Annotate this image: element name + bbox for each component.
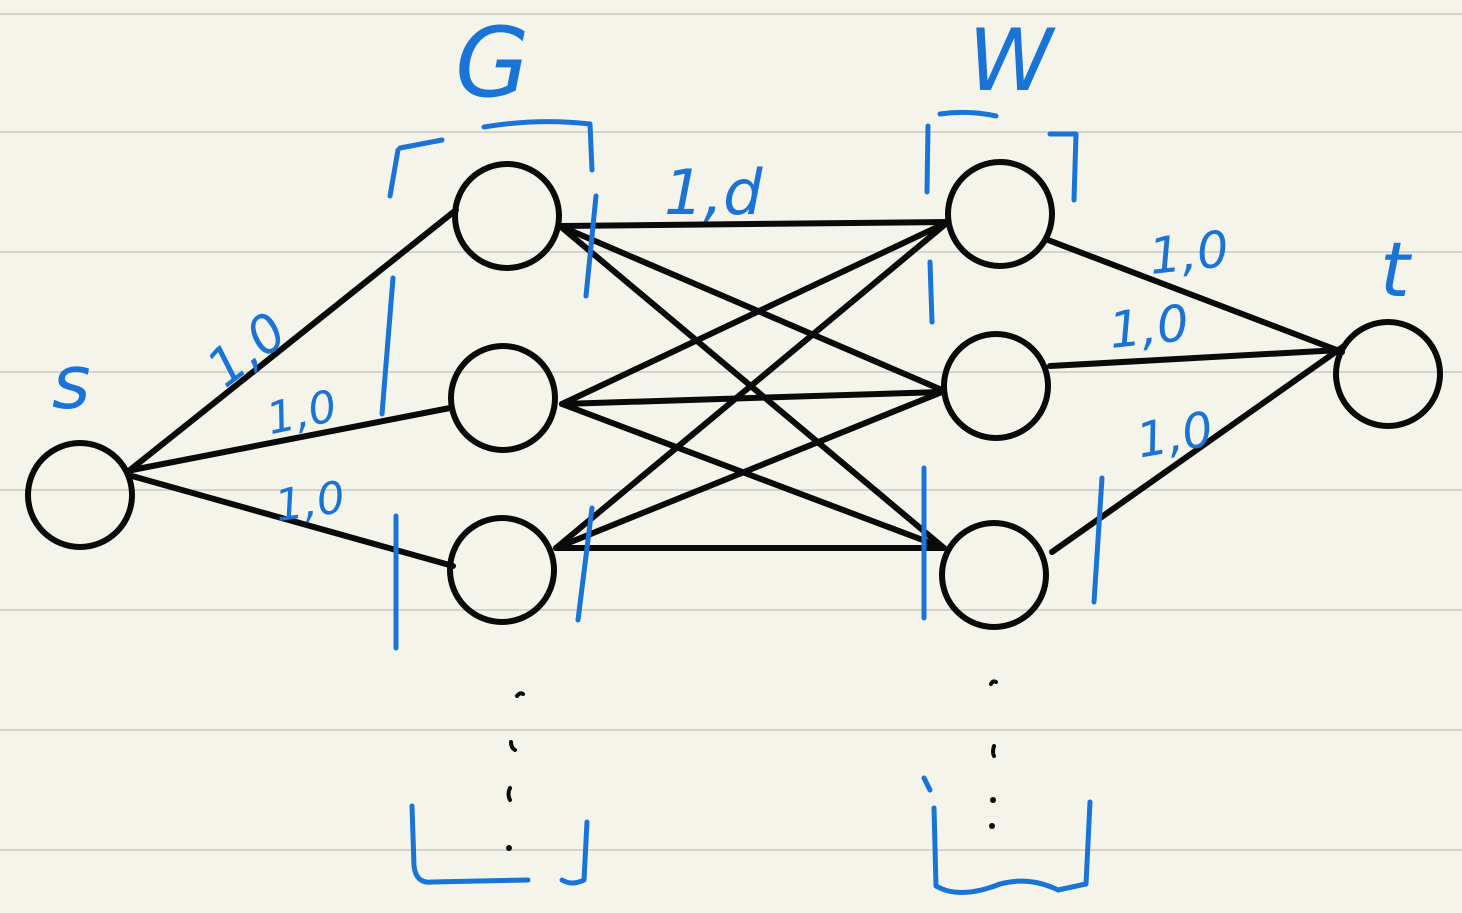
edge-s-g3 [129, 473, 456, 569]
edge-label-w2-t: 1,0 [1106, 294, 1191, 360]
nodes [25, 159, 1443, 630]
group-g-label: G [455, 7, 529, 119]
node-sink [1333, 319, 1443, 429]
edge-g2-w2 [559, 389, 945, 407]
node-g2 [448, 343, 558, 453]
node-g1 [452, 161, 562, 271]
edge-label-s-g1: 1,0 [196, 301, 298, 399]
source-edges [127, 207, 459, 569]
ellipsis-dot [506, 786, 512, 802]
group-w-label: W [968, 11, 1056, 111]
edge-label-s-g2: 1,0 [262, 381, 341, 445]
node-w2 [941, 331, 1051, 441]
w-left-stroke [927, 259, 935, 325]
sink-edges [1045, 237, 1347, 555]
g-top-bracket [481, 119, 595, 173]
w-right-bottom-stroke [1091, 475, 1105, 605]
g-right-stroke [583, 193, 599, 299]
edge-g1-w1 [557, 219, 951, 229]
source-label: s [52, 340, 91, 426]
node-source [25, 440, 135, 550]
node-w1 [945, 159, 1055, 269]
edge-label-w1-t: 1,0 [1146, 220, 1231, 286]
ellipsis-dot [989, 679, 998, 686]
w-right-corner [1047, 131, 1079, 203]
edge-label-w3-t: 1,0 [1132, 401, 1217, 469]
edge-s-g2 [129, 405, 453, 473]
ellipsis-dots [506, 679, 998, 851]
edge-g3-w2 [553, 389, 945, 551]
edge-g2-w1 [559, 219, 951, 407]
ellipsis-dot [990, 797, 996, 803]
node-g3 [447, 515, 557, 625]
g-bottom-bracket [409, 803, 531, 885]
node-w3 [939, 520, 1049, 630]
ellipsis-dot [991, 744, 996, 758]
w-left-corner [924, 123, 931, 195]
w-bottom-bracket [931, 799, 1093, 896]
w-bottom-tick [921, 775, 933, 793]
edge-label-g-w: 1,d [664, 156, 763, 229]
w-top-dash [937, 109, 999, 119]
g-bottom-right [559, 819, 590, 886]
ellipsis-dot [506, 845, 512, 851]
edge-s-g1 [127, 207, 459, 473]
edge-g3-w1 [553, 219, 951, 551]
edge-w2-t [1047, 347, 1343, 369]
edge-g1-w2 [557, 223, 945, 393]
g-left-corner [387, 137, 445, 199]
ellipsis-dot [989, 823, 995, 829]
ruled-lines [0, 13, 1462, 851]
edge-label-s-g3: 1,0 [272, 472, 348, 532]
edge-w1-t [1045, 237, 1345, 355]
ellipsis-dot [509, 740, 517, 752]
sink-label: t [1380, 225, 1413, 314]
edge-g2-w3 [559, 401, 947, 551]
annotation-strokes [379, 109, 1105, 896]
g-left-stroke [379, 275, 396, 417]
ellipsis-dot [515, 691, 525, 698]
g-right-bottom-stroke [575, 505, 595, 623]
bipartite-edges [553, 219, 951, 551]
